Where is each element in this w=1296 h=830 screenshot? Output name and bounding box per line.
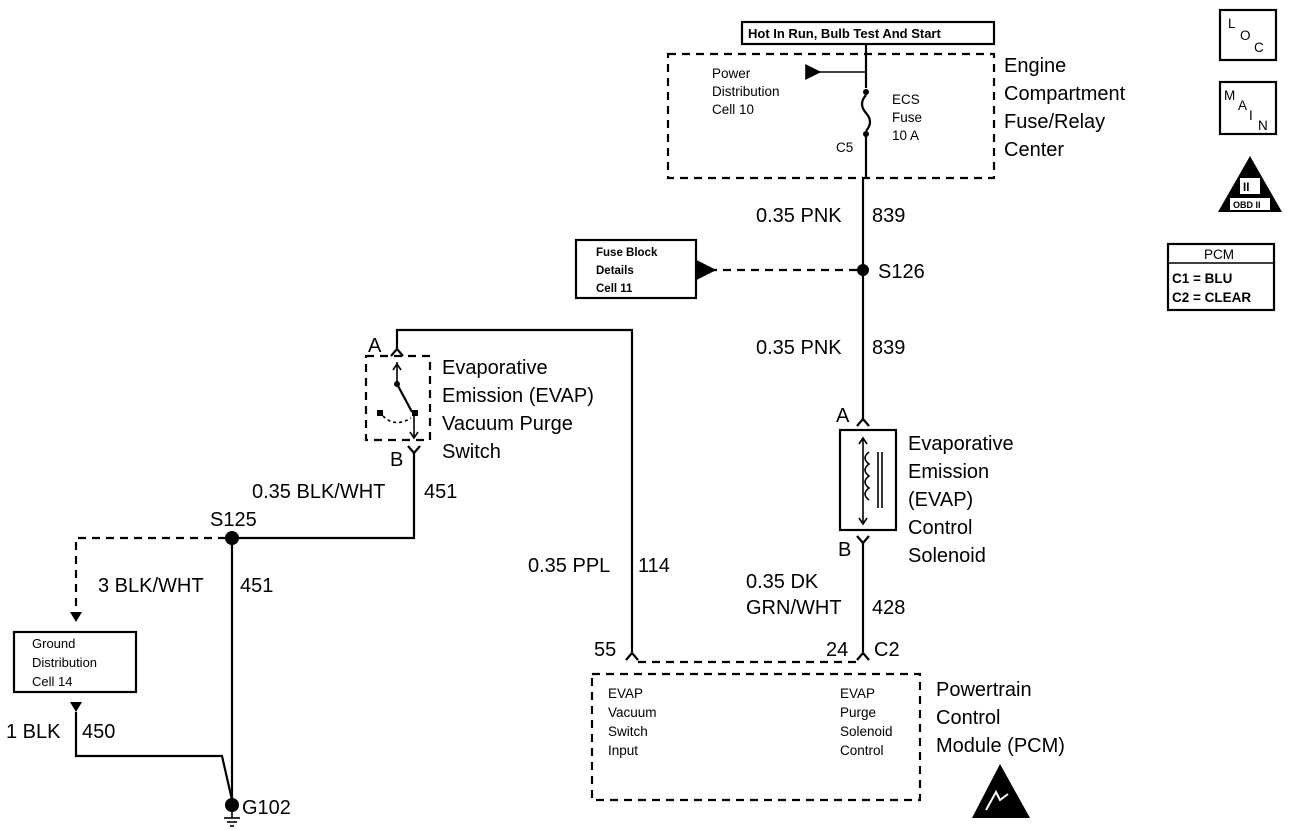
pcm-connector-c2: C2 [874,639,900,661]
fuse-block-line1: Fuse Block [596,247,658,259]
circuit-114: 0.35 PPL 114 [395,328,670,652]
splice-s126: S126 [878,261,925,283]
power-dist-line2: Distribution [712,84,780,99]
switch-contact [396,383,413,413]
ground-g102: G102 [242,797,291,819]
fuse-center-title-2: Compartment [1004,83,1126,105]
supply-header-box [740,20,996,46]
supply-header: Hot In Run, Bulb Test And Start [748,26,941,41]
w450-gauge: 1 BLK [6,721,61,743]
svg-text:M: M [1224,88,1235,103]
pcm-label-3: Module (PCM) [936,735,1065,757]
switch-label-4: Switch [442,441,501,463]
svg-text:C: C [1254,40,1264,55]
w451-lower-gauge: 3 BLK/WHT [98,575,204,597]
w450-circuit: 450 [82,721,115,743]
pcm-input-4: Input [608,743,638,758]
ground-dist-line2: Distribution [32,655,97,670]
fuse-block-line2: Details [596,265,634,277]
w451-upper-gauge: 0.35 BLK/WHT [252,481,385,503]
w839-upper-circuit: 839 [872,205,905,227]
w451-upper-circuit: 451 [424,481,457,503]
w114-gauge: 0.35 PPL [528,555,610,577]
pcm-input-1: EVAP [608,686,643,701]
circuit-450: 1 BLK 450 G102 [6,702,291,827]
pcm-output-1: EVAP [840,686,875,701]
switch-pin-b: B [390,449,403,471]
loc-icon[interactable]: L O C [1218,8,1278,62]
fuse-label-line2: Fuse [892,110,922,125]
pcm-table-c1: C1 = BLU [1172,271,1232,286]
pcm-pin-24: 24 [826,639,848,661]
ground-dist-ref: Ground Distribution Cell 14 [12,630,138,694]
switch-label-1: Evaporative [442,357,548,379]
ground-g102-dot [225,798,239,812]
svg-text:I: I [1249,108,1253,123]
w428-circuit: 428 [872,597,905,619]
solenoid-pin-b: B [838,539,851,561]
solenoid-label-5: Solenoid [908,545,986,567]
power-dist-line1: Power [712,66,751,81]
svg-text:A: A [1238,98,1247,113]
w428-gauge-1: 0.35 DK [746,571,819,593]
solenoid-label-3: (EVAP) [908,489,973,511]
pcm-table-title: PCM [1204,247,1234,262]
esd-warning-icon [972,764,1030,818]
power-dist-line3: Cell 10 [712,102,754,117]
w428-gauge-2: GRN/WHT [746,597,842,619]
w114-circuit: 114 [638,555,670,577]
pcm-connectors-table: PCM C1 = BLU C2 = CLEAR [1166,242,1276,312]
pcm-output-2: Purge [840,705,876,720]
fuse-connector-c5: C5 [836,140,853,155]
pcm-output-4: Control [840,743,884,758]
solenoid-pin-a: A [836,405,850,427]
circuit-839: 0.35 PNK 839 S126 0.35 PNK 839 [694,178,925,420]
svg-text:L: L [1228,16,1236,31]
evap-control-solenoid: A Evaporative Emission (EVAP) Control So… [836,405,1014,652]
switch-label-3: Vacuum Purge [442,413,573,435]
svg-text:OBD II: OBD II [1233,200,1261,210]
pcm-module: 55 24 C2 EVAP Vacuum Switch Input EVAP P… [590,639,1065,818]
solenoid-label-2: Emission [908,461,989,483]
fuse-center-title-4: Center [1004,139,1064,161]
splice-s125: S125 [210,509,257,531]
fuse-relay-center: Hot In Run, Bulb Test And Start Power Di… [666,20,1126,180]
pcm-label-2: Control [936,707,1000,729]
pcm-input-2: Vacuum [608,705,657,720]
fuse-label-line3: 10 A [892,128,919,143]
ground-dist-line1: Ground [32,636,75,651]
main-icon[interactable]: M A I N [1218,80,1278,136]
fuse-label-line1: ECS [892,92,920,107]
fuse-symbol [860,94,872,132]
w839-lower-gauge: 0.35 PNK [756,337,842,359]
solenoid-label-4: Control [908,517,972,539]
switch-pin-a: A [368,335,382,357]
evap-vacuum-purge-switch: A Evaporative Emission (EVAP) Vacuum Pur… [364,335,594,471]
fuse-center-title-3: Fuse/Relay [1004,111,1105,133]
pcm-label-1: Powertrain [936,679,1032,701]
w839-upper-gauge: 0.35 PNK [756,205,842,227]
fuse-block-ref: Fuse Block Details Cell 11 [574,238,698,300]
svg-text:O: O [1240,28,1251,43]
fuse-block-line3: Cell 11 [596,283,633,295]
obd-ii-icon[interactable]: II OBD II [1218,156,1282,212]
pcm-input-3: Switch [608,724,648,739]
ground-dist-line3: Cell 14 [32,674,72,689]
w839-lower-circuit: 839 [872,337,905,359]
w451-lower-circuit: 451 [240,575,273,597]
splice-s126-dot [857,264,869,276]
fuse-center-title-1: Engine [1004,55,1066,77]
circuit-451: 0.35 BLK/WHT 451 S125 3 BLK/WHT 451 [70,453,457,800]
solenoid-label-1: Evaporative [908,433,1014,455]
svg-text:N: N [1258,118,1268,133]
pcm-pin-55: 55 [594,639,616,661]
pcm-output-3: Solenoid [840,724,893,739]
pcm-table-c2: C2 = CLEAR [1172,290,1251,305]
svg-text:II: II [1243,182,1249,194]
solenoid-coil [864,451,871,501]
switch-label-2: Emission (EVAP) [442,385,594,407]
